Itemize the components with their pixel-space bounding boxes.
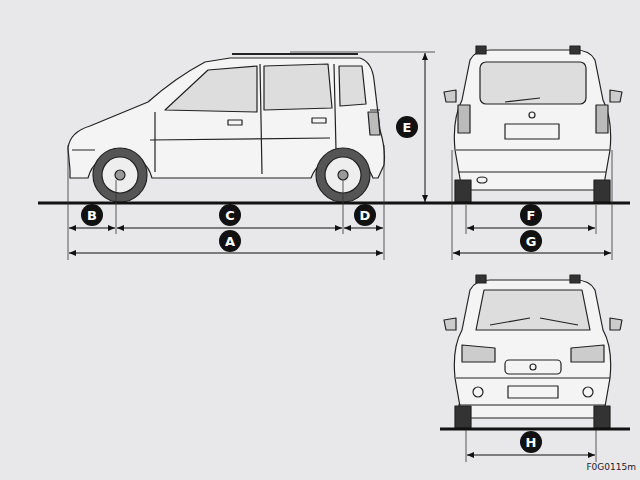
callout-circle: G [520,230,542,252]
callout-circle: A [219,230,241,252]
figure-code: F0G0115m [586,462,636,472]
callout-letter: A [225,235,235,248]
callout-letter: D [360,209,371,222]
callout-circle: F [520,204,542,226]
callout-letter: F [527,209,536,222]
callout-circle: B [81,204,103,226]
callout-circle: C [219,204,241,226]
callout-letter: G [526,235,537,248]
callout-letter: E [403,121,412,134]
callout-circle: H [520,431,542,453]
callout-circle: D [354,204,376,226]
callout-circle: E [396,116,418,138]
callout-letter: B [87,209,97,222]
callout-letter: H [526,436,537,449]
callout-letter: C [225,209,235,222]
